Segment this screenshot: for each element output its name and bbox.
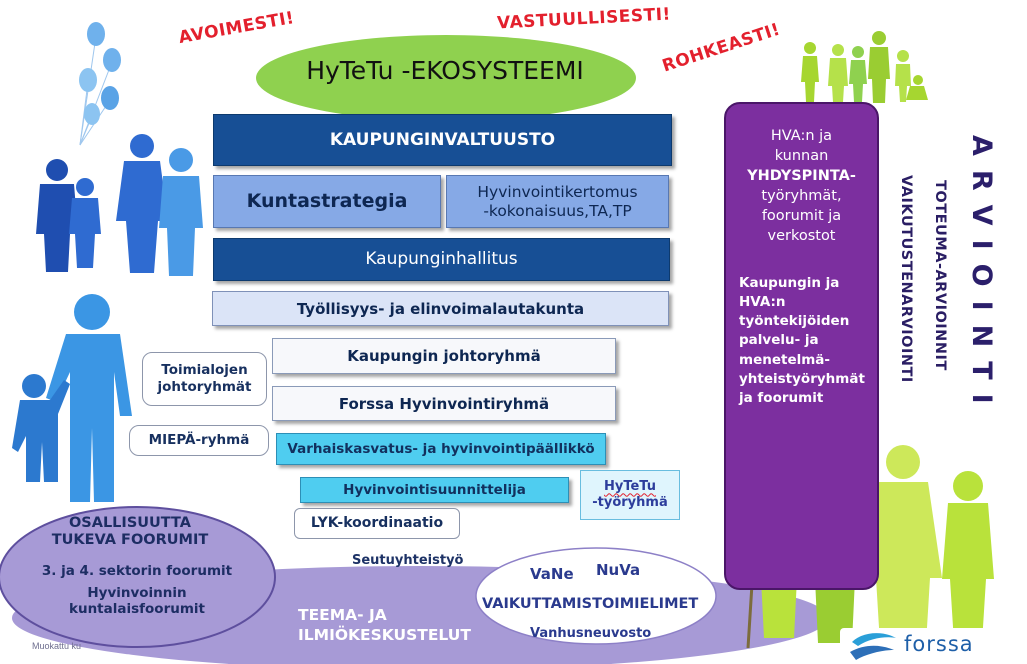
welfare-group-box: Forssa Hyvinvointiryhmä [272,386,616,421]
staff-groups-line2: HVA:n [739,294,786,311]
city-council-label: KAUPUNGINVALTUUSTO [329,129,556,150]
participation-forums: OSALLISUUTTA TUKEVA FOORUMIT 3. ja 4. se… [14,515,260,617]
family-silhouette-icon [36,134,203,276]
elders-council-label: Vanhusneuvosto [530,626,652,641]
welfare-report-line2: -kokonaisuus,TA,TP [483,201,632,220]
outcome-evaluations-label: TOTEUMA-ARVIOINNIT [932,180,948,371]
forssa-logo: forssa [840,628,1010,662]
welfare-report-box: Hyvinvointikertomus -kokonaisuus,TA,TP [446,175,669,228]
impact-assessment-label: VAIKUTUSTENARVIOINTI [898,175,914,383]
city-council-box: KAUPUNGINVALTUUSTO [213,114,672,166]
welfare-group-label: Forssa Hyvinvointiryhmä [338,394,550,413]
welfare-planner-box: Hyvinvointisuunnittelija [300,477,569,503]
city-board-label: Kaupunginhallitus [365,249,518,270]
staff-groups-line7: ja foorumit [739,389,824,406]
interface-line6: verkostot [767,228,836,244]
hytetu-workgroup-line2: -työryhmä [592,495,668,510]
forssa-logo-mark-icon [850,633,896,660]
participation-ellipse [0,506,276,648]
welfare-planner-label: Hyvinvointisuunnittelija [343,481,526,498]
employment-committee-box: Työllisyys- ja elinvoimalautakunta [212,291,669,326]
staff-groups-line1: Kaupungin ja [739,275,840,291]
hytetu-workgroup-line1: HyTeTu [603,479,656,495]
participation-title-line2: TUKEVA FOORUMIT [51,532,209,549]
influence-bodies-label: VAIKUTTAMISTOIMIELIMET [482,596,699,612]
lyk-coordination-label: LYK-koordinaatio [310,514,444,531]
sector-management-groups-box: Toimialojen johtoryhmät [142,352,267,406]
participation-title-line1: OSALLISUUTTA [68,515,192,531]
employment-committee-label: Työllisyys- ja elinvoimalautakunta [296,299,585,318]
resident-forums-line2: kuntalaisfoorumit [68,600,205,617]
ecosystem-title: HyTeTu -EKOSYSTEEMI [270,56,620,85]
staff-groups-line4: palvelu- ja [739,332,819,349]
resident-forums-line1: Hyvinvoinnin [87,584,187,601]
ecec-manager-box: Varhaiskasvatus- ja hyvinvointipäällikkö [276,433,606,465]
interface-line5: foorumit ja [761,208,842,224]
youth-council-label-nuva: NuVa [596,561,641,579]
sector-forums-label: 3. ja 4. sektorin foorumit [41,562,233,579]
interface-line4: työryhmät, [761,188,842,204]
welfare-report-line1: Hyvinvointikertomus [477,182,638,201]
city-strategy-label: Kuntastrategia [246,190,408,213]
green-group-silhouette-icon [801,31,928,103]
interface-line3: YHDYSPINTA- [747,168,856,184]
youth-council-label-vane: VaNe [530,565,574,583]
balloons-icon [79,22,121,146]
staff-groups-line6: yhteistyöryhmät [739,370,865,387]
theme-discussions-line1: TEEMA- JA [298,606,387,624]
ecosystem-ellipse [256,35,636,121]
footer-note: Muokattu ku [32,641,82,651]
lyk-coordination-box: LYK-koordinaatio [294,508,460,539]
city-strategy-box: Kuntastrategia [213,175,441,228]
forssa-logo-text: forssa [904,632,974,656]
interface-groups-panel: HVA:n ja kunnan YHDYSPINTA- työryhmät, f… [724,102,879,590]
management-group-box: Kaupungin johtoryhmä [272,338,616,374]
miepa-group-label: MIEPÄ-ryhmä [148,432,250,449]
sector-management-line2: johtoryhmät [157,379,252,395]
management-group-label: Kaupungin johtoryhmä [347,347,541,365]
influence-ellipse [475,547,717,645]
city-board-box: Kaupunginhallitus [213,238,670,281]
staff-groups-line5: menetelmä- [739,351,831,368]
theme-discussions-line2: ILMIÖKESKUSTELUT [298,626,471,645]
regional-cooperation-label: Seutuyhteistyö [352,553,464,568]
hytetu-workgroup-box: HyTeTu -työryhmä [580,470,680,520]
sector-management-line1: Toimialojen [161,362,248,379]
interface-line1: HVA:n ja [770,128,833,144]
miepa-group-box: MIEPÄ-ryhmä [129,425,269,456]
interface-line2: kunnan [774,148,829,164]
theme-discussions: TEEMA- JA ILMIÖKESKUSTELUT [298,605,471,645]
ecec-manager-label: Varhaiskasvatus- ja hyvinvointipäällikkö [287,440,595,457]
staff-groups-line3: työntekijöiden [739,313,850,330]
father-child-silhouette-icon [12,294,132,502]
ecosystem-title-text: HyTeTu -EKOSYSTEEMI [306,56,584,85]
evaluation-heading: ARVIOINTI [966,135,997,418]
